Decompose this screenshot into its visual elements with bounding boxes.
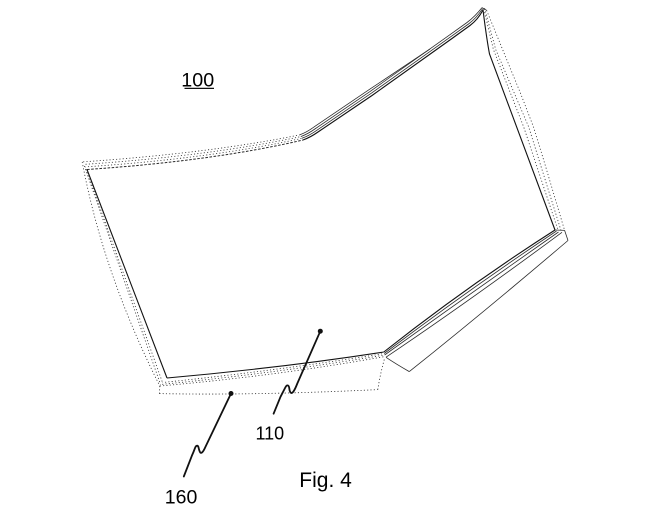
svg-text:Fig. 4: Fig. 4: [299, 469, 352, 492]
svg-text:100: 100: [181, 69, 214, 91]
svg-text:110: 110: [256, 423, 285, 443]
svg-text:160: 160: [165, 486, 198, 508]
